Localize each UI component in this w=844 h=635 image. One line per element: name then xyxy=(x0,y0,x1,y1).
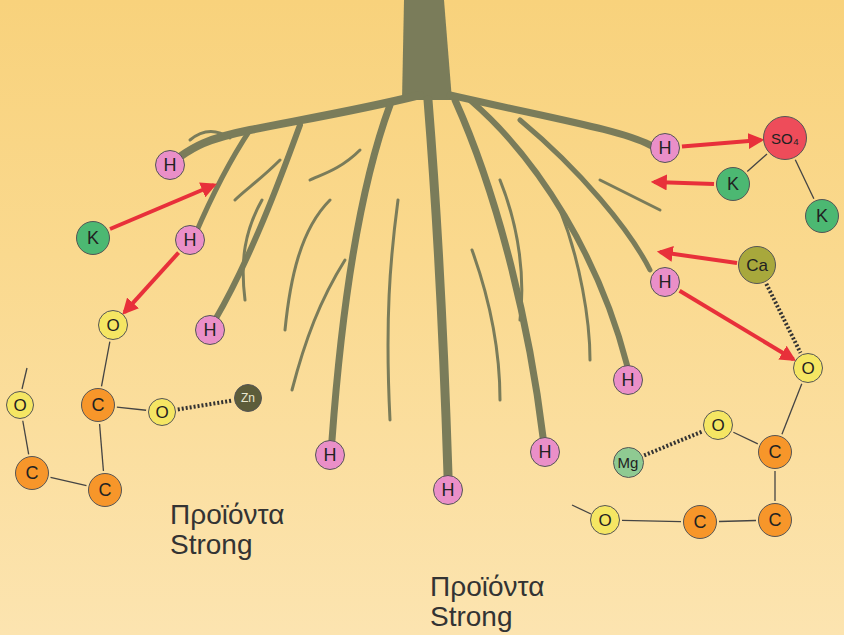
element-symbol: O xyxy=(598,512,611,529)
atom-circle: C xyxy=(81,388,115,422)
atom-circle: Zn xyxy=(234,384,262,412)
atom-circle: H xyxy=(175,225,205,255)
bond-line xyxy=(747,154,767,172)
element-symbol: H xyxy=(659,273,672,291)
element-symbol: H xyxy=(164,156,177,174)
atom-circle: SO₄ xyxy=(763,116,807,160)
element-symbol: C xyxy=(769,511,782,529)
element-symbol: H xyxy=(184,231,197,249)
element-symbol: H xyxy=(442,481,455,499)
element-symbol: C xyxy=(99,481,112,499)
bond-line xyxy=(102,342,110,387)
bond-line xyxy=(733,432,757,444)
bond-line xyxy=(644,431,702,455)
element-symbol: O xyxy=(711,417,724,434)
atom-circle: O xyxy=(98,310,128,340)
atom-circle: O xyxy=(793,353,823,383)
bond-line xyxy=(178,401,232,410)
product-label: Προϊόντα Strong xyxy=(430,572,544,632)
element-symbol: O xyxy=(155,404,168,421)
atom-circle: C xyxy=(758,503,792,537)
element-symbol: H xyxy=(324,446,337,464)
exchange-arrow xyxy=(124,253,178,313)
atom-circle: K xyxy=(805,199,839,233)
element-symbol: Mg xyxy=(618,455,639,470)
element-symbol: C xyxy=(92,396,105,414)
element-symbol: H xyxy=(204,321,217,339)
bond-line xyxy=(117,407,146,410)
bond-line xyxy=(100,424,104,471)
atom-circle: H xyxy=(530,437,560,467)
element-symbol: SO₄ xyxy=(771,131,799,146)
bond-line xyxy=(766,284,800,353)
bond-line xyxy=(719,520,756,522)
element-symbol: C xyxy=(694,513,707,531)
bond-line xyxy=(782,384,802,434)
element-symbol: O xyxy=(106,317,119,334)
element-symbol: H xyxy=(622,371,635,389)
atom-circle: Mg xyxy=(613,447,644,478)
product-label: Προϊόντα Strong xyxy=(170,500,284,560)
atom-circle: K xyxy=(716,167,750,201)
element-symbol: Zn xyxy=(241,392,255,404)
bond-line xyxy=(51,477,87,485)
element-symbol: K xyxy=(87,229,99,247)
atom-circle: O xyxy=(590,505,620,535)
atom-circle: C xyxy=(758,435,792,469)
atom-circle: O xyxy=(6,391,34,419)
element-symbol: C xyxy=(769,443,782,461)
atom-circle: C xyxy=(88,473,122,507)
atom-circle: C xyxy=(15,456,49,490)
atom-circle: H xyxy=(613,365,643,395)
atom-circle: O xyxy=(703,410,733,440)
element-symbol: O xyxy=(801,360,814,377)
element-symbol: C xyxy=(26,464,39,482)
atom-circle: H xyxy=(315,440,345,470)
exchange-arrow xyxy=(680,291,794,359)
atom-circle: H xyxy=(650,267,680,297)
element-symbol: K xyxy=(727,175,739,193)
exchange-arrow xyxy=(682,140,761,147)
atom-circle: O xyxy=(148,398,176,426)
bond-line xyxy=(774,471,775,501)
bond-line xyxy=(622,520,681,521)
element-symbol: O xyxy=(13,397,26,414)
atom-circle: H xyxy=(155,150,185,180)
atom-circle: H xyxy=(650,133,680,163)
element-symbol: H xyxy=(659,139,672,157)
atom-circle: C xyxy=(683,505,717,539)
element-symbol: H xyxy=(539,443,552,461)
atom-circle: H xyxy=(433,475,463,505)
element-symbol: Ca xyxy=(746,257,768,274)
atom-circle: H xyxy=(195,315,225,345)
atom-circle: K xyxy=(76,221,110,255)
element-symbol: K xyxy=(816,207,828,225)
atom-circle: Ca xyxy=(738,246,776,284)
bond-line xyxy=(795,160,814,199)
bond-line xyxy=(23,421,29,455)
